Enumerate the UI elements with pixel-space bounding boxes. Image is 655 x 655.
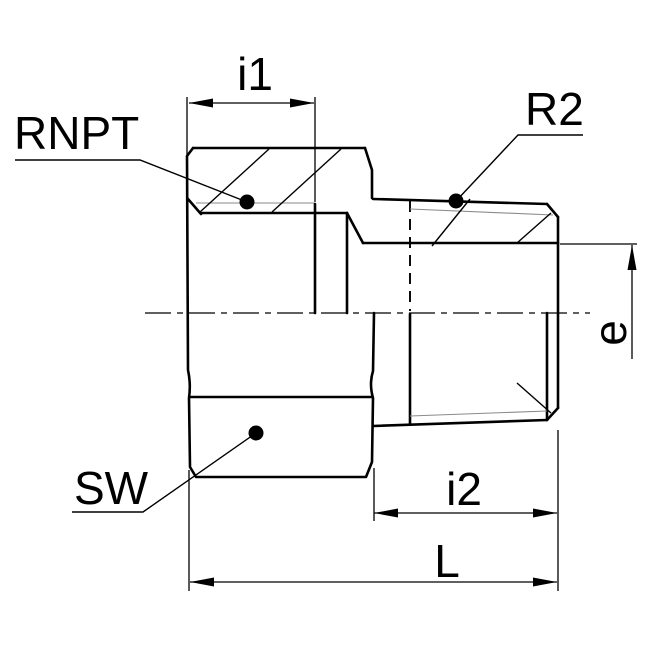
thread-helix-line — [431, 198, 471, 247]
thread-helix-line — [271, 148, 342, 213]
rnpt-leader-line — [15, 159, 248, 203]
male-thread-root-top — [409, 208, 554, 216]
female-thread-lines — [186, 148, 560, 315]
arrowhead-left — [189, 98, 213, 108]
rnpt-label: RNPT — [14, 107, 139, 159]
tip-chamfer-top — [545, 202, 560, 219]
dim-i1: i1 — [186, 48, 316, 202]
rnpt-anchor-dot — [239, 194, 255, 210]
dim-L-label: L — [434, 535, 460, 587]
dim-i1-label: i1 — [237, 48, 273, 100]
hex-body-outline — [185, 146, 376, 479]
r2-anchor-dot — [448, 193, 464, 209]
dim-i2: i2 — [373, 430, 559, 591]
label-r2: R2 — [448, 83, 584, 209]
thread-mouth-chamfer — [186, 197, 203, 216]
sw-anchor-dot — [248, 425, 264, 441]
arrowhead-up — [627, 245, 637, 270]
male-thread-root-bottom — [409, 410, 548, 417]
sw-label: SW — [74, 462, 149, 514]
dim-i2-label: i2 — [446, 463, 482, 515]
sw-leader-line — [72, 432, 257, 513]
thread-helix-line — [199, 148, 270, 213]
arrowhead-left — [374, 508, 398, 518]
arrowhead-left — [190, 577, 214, 587]
arrowhead-right — [533, 577, 557, 587]
dim-L: L — [188, 470, 557, 591]
bore-cone — [345, 211, 365, 245]
dim-e: e — [560, 243, 637, 359]
r2-label: R2 — [525, 83, 584, 135]
label-rnpt: RNPT — [14, 107, 255, 210]
arrowhead-right — [533, 508, 557, 518]
male-crest-bottom — [371, 418, 549, 428]
tip-chamfer-bottom — [545, 406, 560, 422]
arrowhead-right — [290, 98, 314, 108]
male-thread-lines — [371, 197, 560, 428]
r2-leader-line — [455, 134, 583, 202]
dim-e-label: e — [584, 320, 636, 346]
label-sw: SW — [72, 425, 264, 514]
thread-helix-line — [516, 382, 552, 414]
thread-helix-line — [516, 212, 552, 244]
